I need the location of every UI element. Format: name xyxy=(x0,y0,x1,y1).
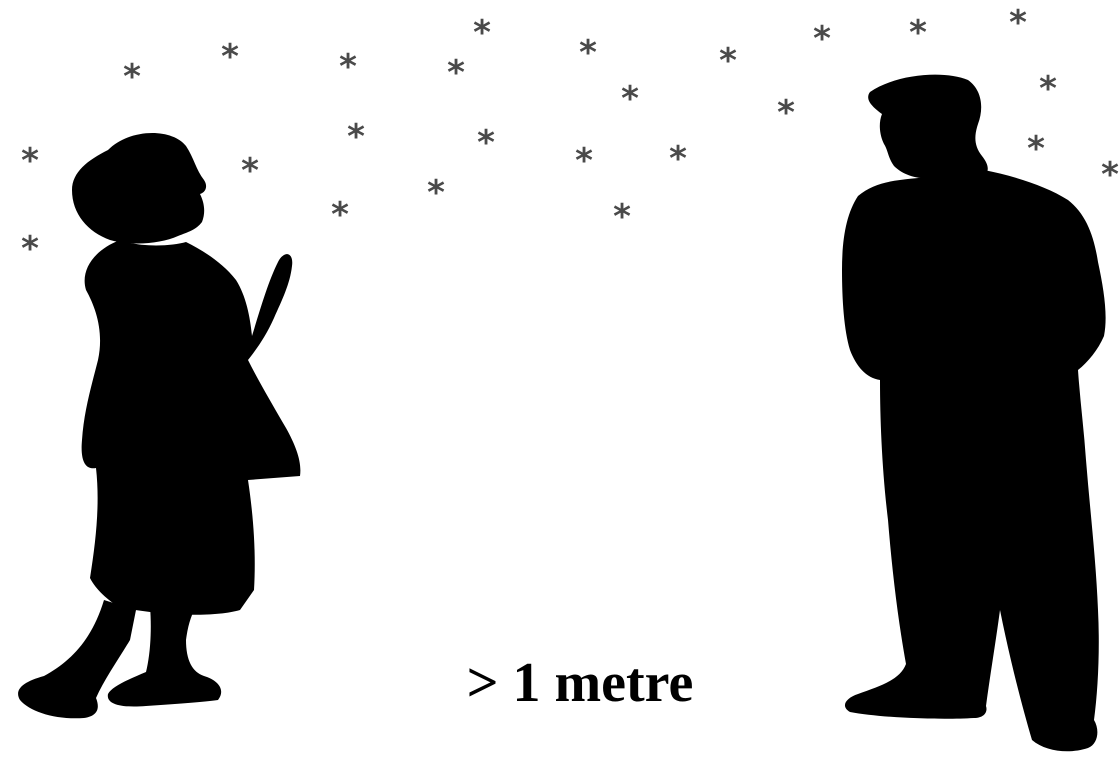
droplet-mark: * xyxy=(613,197,631,237)
droplet-mark: * xyxy=(331,195,349,235)
man-silhouette xyxy=(842,75,1106,752)
woman-head xyxy=(72,133,206,244)
droplet-mark: * xyxy=(1101,155,1119,195)
droplet-mark: * xyxy=(347,117,365,157)
droplet-mark: * xyxy=(813,19,831,59)
droplet-mark: * xyxy=(473,13,491,53)
droplet-mark: * xyxy=(123,57,141,97)
droplet-mark: * xyxy=(447,53,465,93)
droplet-mark: * xyxy=(477,123,495,163)
droplet-mark: * xyxy=(1039,69,1057,109)
droplet-mark: * xyxy=(719,41,737,81)
droplet-mark: * xyxy=(579,33,597,73)
man-body xyxy=(842,170,1106,751)
droplet-mark: * xyxy=(21,229,39,269)
distance-label: > 1 metre xyxy=(400,655,760,711)
droplet-mark: * xyxy=(221,37,239,77)
droplet-mark: * xyxy=(339,47,357,87)
woman-body xyxy=(82,240,301,615)
man-head xyxy=(868,75,988,183)
droplet-mark: * xyxy=(241,151,259,191)
droplet-mark: * xyxy=(777,93,795,133)
woman-silhouette xyxy=(18,133,300,718)
droplet-mark: * xyxy=(21,141,39,181)
droplet-mark: * xyxy=(1009,3,1027,43)
droplet-mark: * xyxy=(621,79,639,119)
droplet-mark: * xyxy=(1027,129,1045,169)
droplet-mark: * xyxy=(669,139,687,179)
droplet-mark: * xyxy=(427,173,445,213)
droplet-mark: * xyxy=(575,141,593,181)
droplet-mark: * xyxy=(909,13,927,53)
